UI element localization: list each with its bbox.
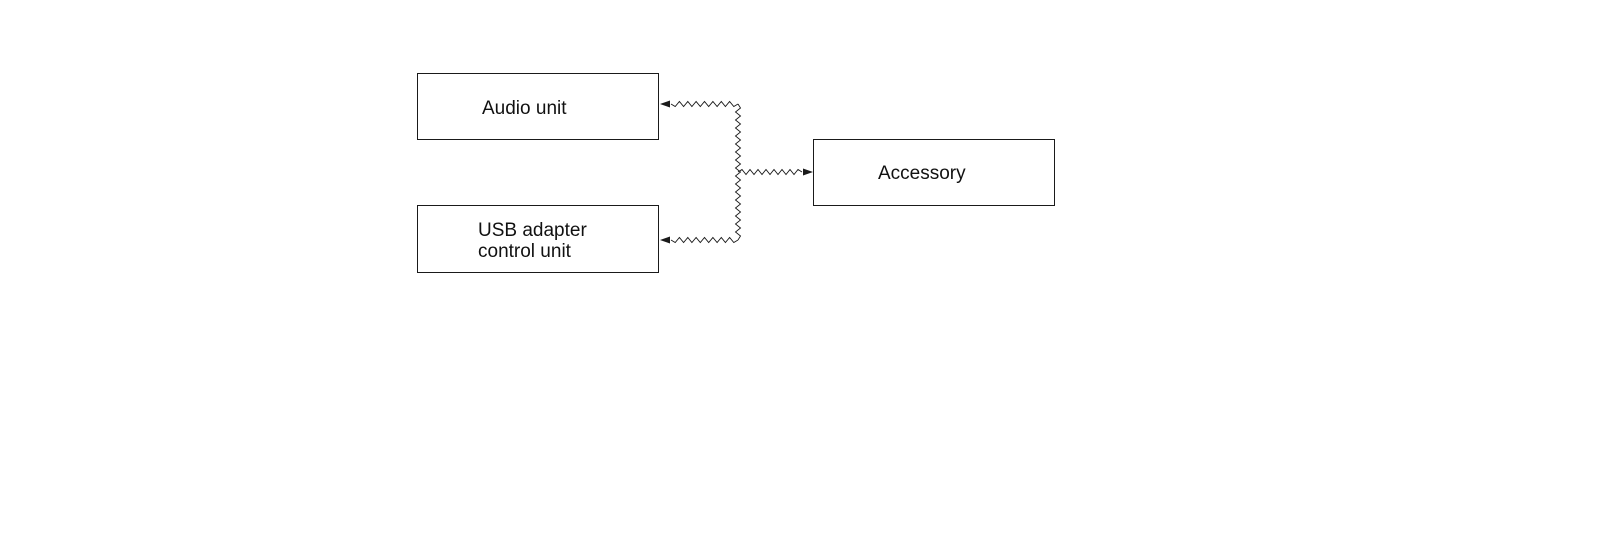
audio-unit-label-line-1: Audio unit xyxy=(482,98,567,119)
wire-to-usb-adapter xyxy=(670,236,739,244)
arrow-to-usb-adapter xyxy=(660,236,670,244)
wire-to-audio-unit xyxy=(670,100,739,108)
audio-unit-box: Audio unit xyxy=(417,73,659,140)
arrow-to-audio-unit xyxy=(660,100,670,108)
accessory-label: Accessory xyxy=(878,163,966,184)
usb-adapter-control-unit-box: USB adapter control unit xyxy=(417,205,659,273)
wire-trunk xyxy=(734,103,742,241)
usb-adapter-control-unit-label: USB adapter control unit xyxy=(478,220,587,262)
arrow-to-accessory xyxy=(803,168,813,176)
usb-adapter-label-line-2: control unit xyxy=(478,241,571,262)
accessory-label-line-1: Accessory xyxy=(878,163,966,184)
usb-adapter-label-line-1: USB adapter xyxy=(478,220,587,241)
audio-unit-label: Audio unit xyxy=(482,98,567,119)
accessory-box: Accessory xyxy=(813,139,1055,206)
wire-to-accessory xyxy=(737,168,803,176)
